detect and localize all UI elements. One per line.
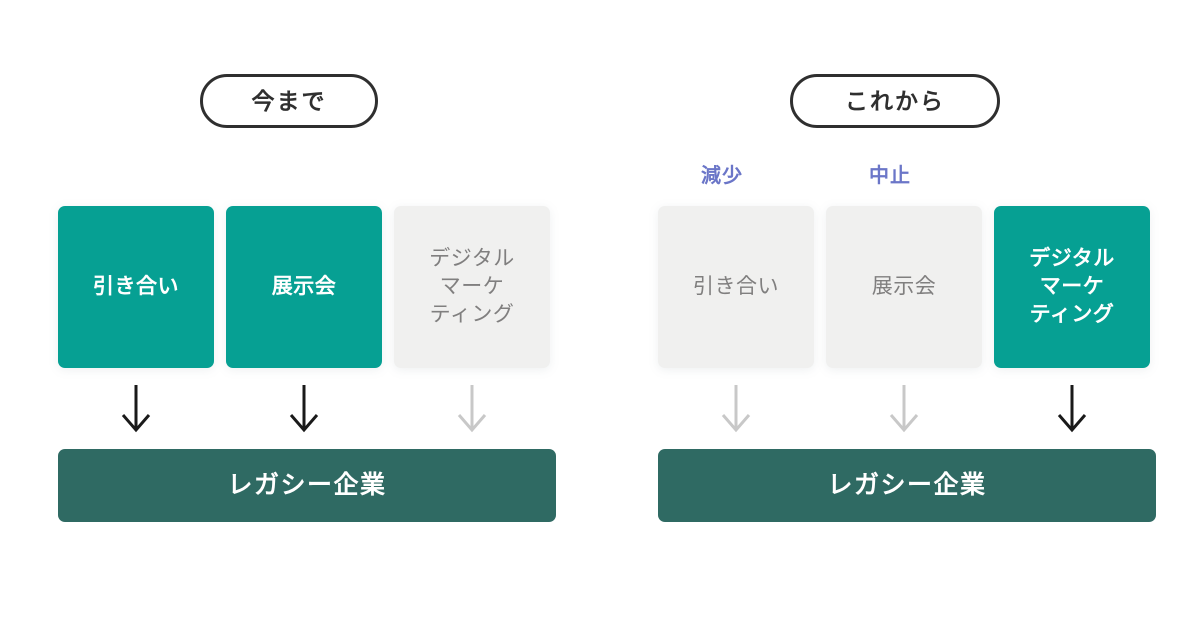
destination-bar-after: レガシー企業 (658, 449, 1156, 522)
arrow-down-gray-icon (826, 382, 982, 436)
channel-card-label: デジタル マーケ ティング (1029, 247, 1115, 326)
annotation-discontinue: 中止 (869, 165, 911, 187)
arrow-down-dark-icon (994, 382, 1150, 436)
channel-card-tradeshow-before[interactable]: 展示会 (226, 206, 382, 368)
panel-before: 今まで 引き合い 展示会 デジタル マーケ ティング (58, 74, 556, 522)
destination-label: レガシー企業 (827, 471, 987, 499)
panel-heading-pill-before: 今まで (200, 74, 378, 128)
annotation-decrease: 減少 (701, 165, 743, 187)
panel-heading-label-after: これから (845, 87, 945, 114)
channel-card-label: 展示会 (271, 275, 337, 299)
destination-bar-before: レガシー企業 (58, 449, 556, 522)
arrow-down-dark-icon (226, 382, 382, 436)
channel-card-label: 引き合い (93, 275, 179, 299)
destination-label: レガシー企業 (227, 471, 387, 499)
channel-card-inquiry-before[interactable]: 引き合い (58, 206, 214, 368)
panel-heading-label-before: 今まで (251, 87, 327, 114)
arrow-down-gray-icon (394, 382, 550, 436)
channel-card-tradeshow-after[interactable]: 展示会 (826, 206, 982, 368)
arrow-down-dark-icon (58, 382, 214, 436)
panel-after: これから 減少 中止 引き合い 展示会 デジタル マーケ ティング (600, 0, 1200, 618)
channel-card-label: 引き合い (693, 275, 779, 299)
channel-card-label: デジタル マーケ ティング (429, 247, 515, 326)
panel-heading-pill-after: これから (790, 74, 1000, 128)
channel-card-label: 展示会 (871, 275, 937, 299)
arrow-down-gray-icon (658, 382, 814, 436)
channel-card-digital-marketing-before[interactable]: デジタル マーケ ティング (394, 206, 550, 368)
channel-card-inquiry-after[interactable]: 引き合い (658, 206, 814, 368)
channel-card-digital-marketing-after[interactable]: デジタル マーケ ティング (994, 206, 1150, 368)
